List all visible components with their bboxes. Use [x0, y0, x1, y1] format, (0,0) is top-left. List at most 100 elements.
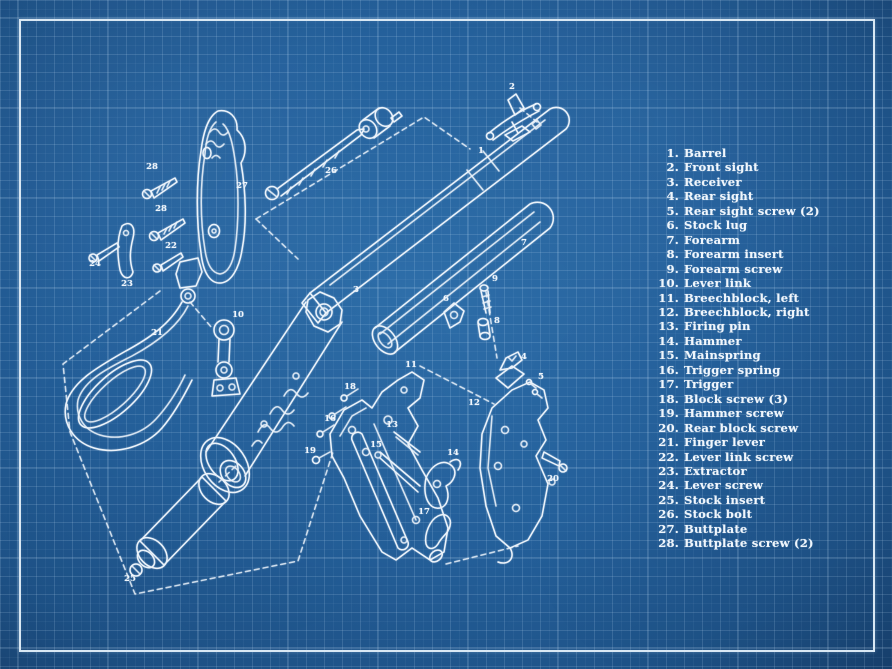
part-number: 1.	[666, 146, 679, 160]
part-number: 17.	[658, 377, 679, 392]
parts-list-item: 2. Front sight	[649, 160, 820, 174]
part-callout: 8	[494, 316, 500, 326]
part-number: 23.	[658, 463, 679, 478]
part-label: Trigger	[684, 377, 734, 392]
parts-list-item: 6. Stock lug	[649, 218, 820, 232]
part-label: Mainspring	[684, 348, 761, 363]
part-label: Receiver	[684, 174, 742, 189]
parts-list-item: 25. Stock insert	[649, 493, 820, 507]
part-label: Firing pin	[684, 319, 751, 334]
lock-internals-drawing	[313, 389, 461, 550]
part-callout: 16	[324, 414, 336, 424]
part-number: 28.	[658, 536, 679, 551]
part-label: Stock insert	[684, 492, 766, 507]
part-label: Buttplate screw (2)	[684, 536, 814, 551]
part-label: Front sight	[684, 160, 759, 175]
stock-lug-drawing	[444, 303, 464, 328]
part-callout: 22	[165, 241, 177, 251]
parts-list-item: 8. Forearm insert	[649, 247, 820, 261]
part-number: 16.	[658, 362, 679, 377]
part-label: Rear sight	[684, 189, 754, 204]
part-label: Rear block screw	[684, 420, 799, 435]
part-callout: 17	[418, 507, 430, 517]
parts-list-item: 21. Finger lever	[649, 435, 820, 449]
part-number: 21.	[658, 435, 679, 450]
part-label: Buttplate	[684, 521, 748, 536]
parts-list-item: 18. Block screw (3)	[649, 392, 820, 406]
part-callout: 27	[236, 181, 248, 191]
parts-list-item: 1. Barrel	[649, 146, 820, 160]
part-callout: 10	[232, 310, 244, 320]
part-callout: 2	[509, 82, 515, 92]
part-label: Stock lug	[684, 218, 748, 233]
part-number: 8.	[666, 247, 679, 262]
parts-list-item: 19. Hammer screw	[649, 406, 820, 420]
parts-list-item: 23. Extractor	[649, 464, 820, 478]
barrel-drawing	[302, 107, 569, 323]
part-label: Hammer screw	[684, 406, 784, 421]
part-label: Finger lever	[684, 435, 766, 450]
breechblock-left-drawing	[330, 372, 448, 564]
part-number: 4.	[666, 189, 679, 204]
construction-lines	[63, 108, 537, 594]
part-label: Lever link	[684, 276, 752, 291]
part-label: Rear sight screw (2)	[684, 203, 820, 218]
part-label: Forearm insert	[684, 247, 784, 262]
part-label: Hammer	[684, 333, 742, 348]
breechblock-right-drawing	[480, 382, 548, 563]
parts-list-item: 4. Rear sight	[649, 189, 820, 203]
part-callout: 19	[304, 446, 316, 456]
part-callout: 25	[124, 574, 136, 584]
part-label: Forearm	[684, 232, 741, 247]
part-number: 20.	[658, 420, 679, 435]
part-number: 13.	[658, 319, 679, 334]
part-number: 18.	[658, 391, 679, 406]
part-number: 5.	[666, 203, 679, 218]
part-label: Breechblock, right	[684, 304, 810, 319]
buttplate-drawing	[197, 111, 245, 283]
lever-link-drawing	[212, 320, 240, 396]
parts-list-item: 3. Receiver	[649, 175, 820, 189]
parts-list-item: 10. Lever link	[649, 276, 820, 290]
part-number: 7.	[666, 232, 679, 247]
part-label: Barrel	[684, 146, 727, 160]
part-callout: 20	[547, 474, 559, 484]
part-number: 10.	[658, 276, 679, 291]
part-callout: 11	[405, 360, 417, 370]
part-number: 11.	[658, 290, 679, 305]
parts-list-item: 15. Mainspring	[649, 348, 820, 362]
parts-list-item: 11. Breechblock, left	[649, 291, 820, 305]
finger-lever-drawing	[65, 258, 202, 450]
part-label: Block screw (3)	[684, 391, 789, 406]
parts-list-item: 5. Rear sight screw (2)	[649, 204, 820, 218]
receiver-drawing	[191, 292, 342, 502]
parts-list-item: 24. Lever screw	[649, 478, 820, 492]
part-label: Trigger spring	[684, 362, 781, 377]
part-label: Lever link screw	[684, 449, 794, 464]
part-callout: 7	[521, 238, 527, 248]
parts-list-item: 16. Trigger spring	[649, 363, 820, 377]
parts-list: 1. Barrel 2. Front sight 3. Receiver 4. …	[649, 146, 820, 551]
stock-insert-drawing	[130, 455, 251, 576]
part-number: 9.	[666, 261, 679, 276]
rear-block-screw-drawing	[542, 452, 567, 485]
part-callout: 28	[146, 162, 158, 172]
parts-list-item: 28. Buttplate screw (2)	[649, 536, 820, 550]
parts-list-item: 20. Rear block screw	[649, 421, 820, 435]
forearm-drawing	[367, 202, 553, 359]
part-callout: 13	[386, 420, 398, 430]
part-callout: 1	[478, 146, 484, 156]
part-callout: 4	[521, 352, 527, 362]
part-number: 22.	[658, 449, 679, 464]
parts-list-item: 26. Stock bolt	[649, 507, 820, 521]
parts-list-item: 14. Hammer	[649, 334, 820, 348]
part-number: 12.	[658, 304, 679, 319]
part-number: 14.	[658, 333, 679, 348]
part-callout: 14	[447, 448, 459, 458]
